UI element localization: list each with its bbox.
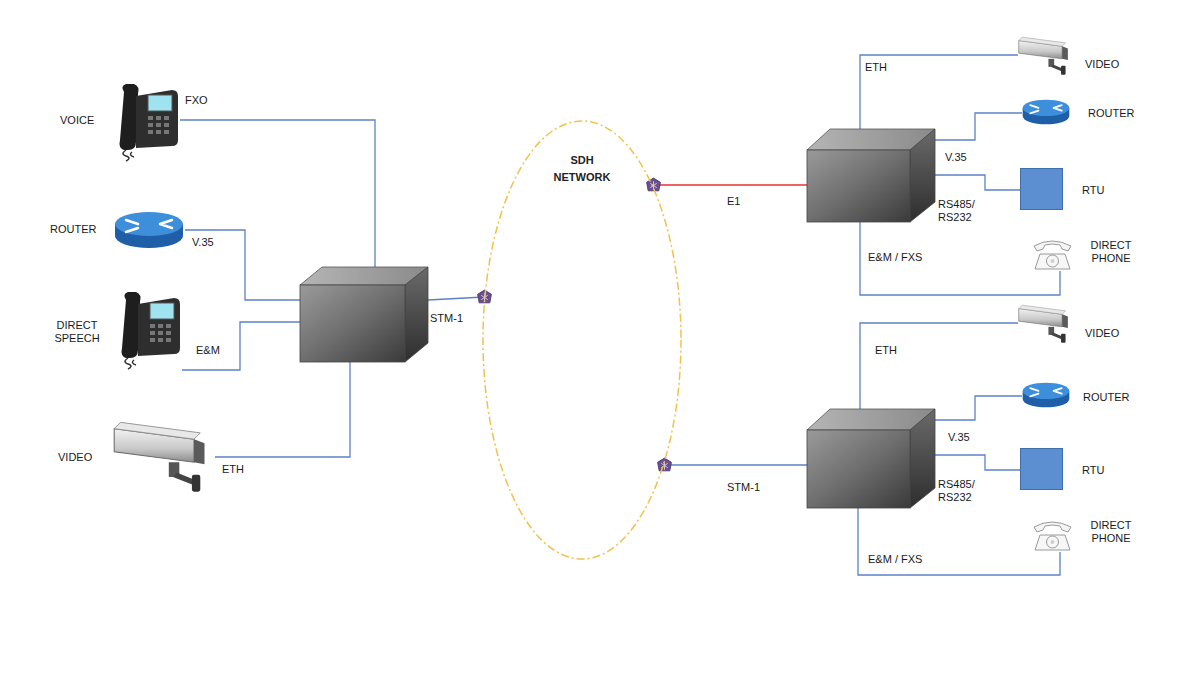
device-label: DIRECT PHONE — [1082, 239, 1140, 265]
link-label: STM-1 — [727, 481, 760, 494]
video-camera — [1019, 305, 1068, 343]
device-label: ROUTER — [1083, 391, 1129, 404]
router-icon — [1023, 100, 1070, 125]
direct-speech-phone — [122, 292, 181, 369]
link-label: STM-1 — [430, 312, 463, 325]
direct-phone — [1034, 241, 1071, 269]
link-label: E1 — [727, 195, 740, 208]
device-label: RTU — [1082, 183, 1104, 197]
multiplexer-bottom-right — [807, 409, 935, 508]
direct-phone — [1034, 522, 1071, 550]
rtu-box: RTU — [1020, 168, 1063, 210]
e1-link — [653, 184, 807, 186]
interface-label: ETH — [222, 463, 244, 476]
router-icon — [1023, 383, 1070, 408]
interface-label: ETH — [875, 344, 897, 357]
rtu-box: RTU — [1020, 448, 1063, 490]
device-label: DIRECT PHONE — [1082, 519, 1140, 545]
network-cloud: SDH NETWORK — [482, 120, 682, 560]
multiplexer-left — [300, 267, 428, 362]
device-label: VIDEO — [58, 451, 92, 464]
network-outline — [482, 120, 682, 560]
device-label: VIDEO — [1085, 58, 1119, 71]
video-camera — [1019, 37, 1068, 75]
interface-label: V.35 — [948, 431, 970, 444]
interface-label: ETH — [865, 61, 887, 74]
wires — [180, 55, 1060, 575]
device-label: DIRECT SPEECH — [46, 319, 108, 345]
interface-label: RS485/ RS232 — [938, 478, 988, 504]
network-ellipse — [483, 121, 681, 559]
interface-label: RS485/ RS232 — [938, 198, 988, 224]
interface-label: FXO — [185, 94, 208, 107]
interface-label: V.35 — [192, 236, 214, 249]
device-label: VOICE — [60, 114, 94, 127]
interface-label: E&M / FXS — [868, 251, 922, 264]
network-title: SDH NETWORK — [542, 152, 622, 186]
device-label: ROUTER — [50, 223, 96, 236]
interface-label: E&M / FXS — [868, 553, 922, 566]
multiplexer-top-right — [807, 129, 935, 222]
video-camera — [114, 422, 204, 491]
device-label: RTU — [1082, 463, 1104, 477]
sdh-node-icon — [647, 178, 661, 191]
device-label: ROUTER — [1088, 107, 1134, 120]
router-icon — [115, 212, 183, 248]
sdh-node-icon — [658, 458, 672, 471]
interface-label: E&M — [196, 344, 220, 357]
interface-label: V.35 — [945, 151, 967, 164]
voice-phone — [120, 84, 179, 161]
device-label: VIDEO — [1085, 327, 1119, 340]
